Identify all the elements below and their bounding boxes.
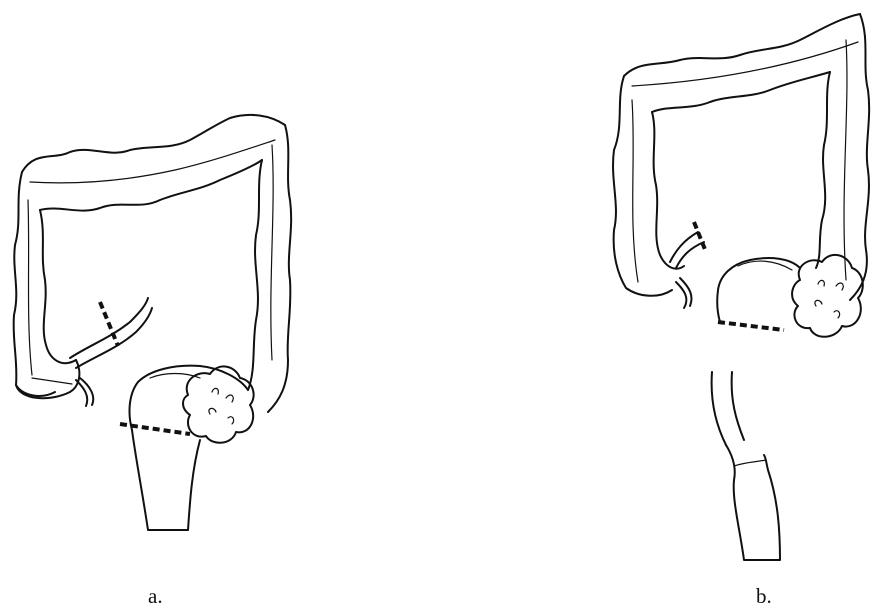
- rectum: [132, 430, 200, 530]
- ascending-colon-inner-b: [652, 112, 684, 269]
- rectum-staple-line-b: [734, 460, 766, 466]
- descending-colon-outer-b: [850, 14, 869, 300]
- tumor-mass: [183, 366, 254, 442]
- tumor-mass-b: [792, 255, 863, 337]
- appendix: [76, 378, 93, 406]
- taenia-ascending: [28, 200, 32, 375]
- tumor-icon-b: [792, 255, 863, 337]
- descending-colon-inner-b: [816, 72, 830, 268]
- colon-icon-b: [613, 14, 869, 308]
- transverse-colon-inner-b: [652, 72, 830, 112]
- taenia-descending-b: [844, 40, 847, 280]
- terminal-ileum: [70, 298, 152, 368]
- caption-b: b.: [756, 584, 772, 609]
- taenia-ascending-b: [632, 100, 638, 282]
- ascending-colon-inner: [40, 210, 76, 363]
- transverse-colon-inner: [40, 160, 262, 211]
- ascending-colon-outer: [14, 172, 55, 396]
- resection-line-icon-b: [718, 322, 784, 330]
- resection-line-ileum-b: [694, 222, 706, 252]
- rectum-b: [712, 372, 744, 445]
- taenia-descending: [271, 145, 273, 360]
- appendix-b: [676, 278, 692, 308]
- taenia-transverse-b: [632, 42, 858, 86]
- figure-a: [14, 115, 292, 530]
- transverse-colon-outer-b: [624, 14, 860, 76]
- colon-icon: [14, 115, 292, 412]
- tumor-icon: [183, 366, 254, 442]
- figure-b: [613, 14, 869, 560]
- sigmoid-fold-b: [738, 261, 792, 270]
- descending-colon-inner: [248, 160, 262, 390]
- caption-a: a.: [148, 584, 163, 609]
- tumor-texture-b: [815, 280, 843, 318]
- cecum-band: [32, 378, 72, 384]
- tumor-texture: [209, 388, 234, 424]
- transverse-colon-outer: [22, 115, 285, 172]
